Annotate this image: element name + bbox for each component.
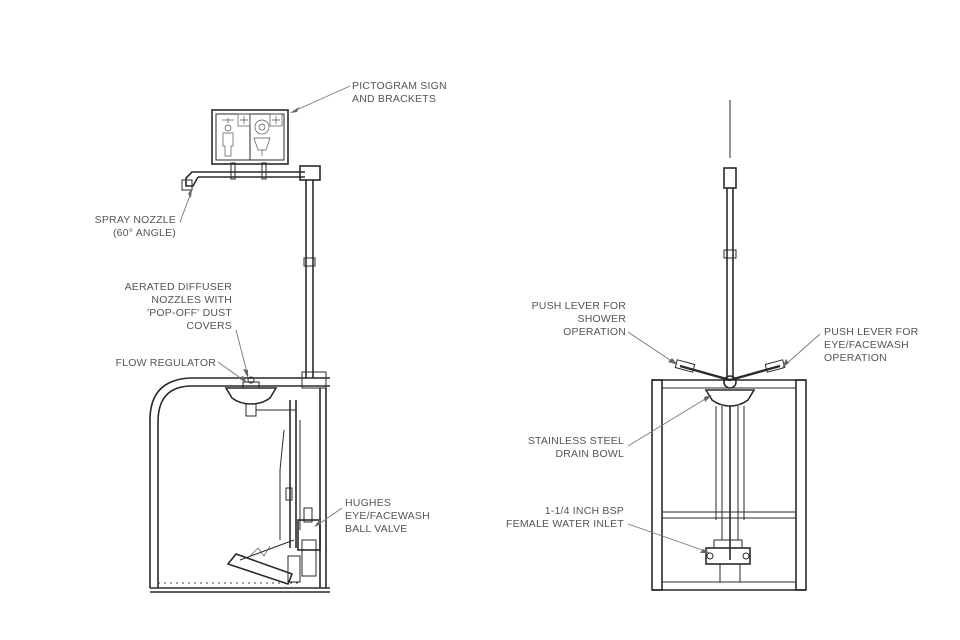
label-push-lever-shower-3: OPERATION (563, 326, 626, 338)
side-labels: PICTOGRAM SIGN AND BRACKETS SPRAY NOZZLE… (95, 80, 447, 535)
front-drain-bowl (704, 389, 756, 560)
label-hughes-valve-3: BALL VALVE (345, 523, 408, 535)
front-labels: PUSH LEVER FOR SHOWER OPERATION PUSH LEV… (506, 300, 919, 530)
label-pictogram-sign-1: PICTOGRAM SIGN (352, 80, 447, 92)
label-drain-bowl-1: STAINLESS STEEL (528, 435, 624, 447)
label-aerated-diffuser-4: COVERS (186, 320, 232, 332)
label-drain-bowl-2: DRAIN BOWL (555, 448, 624, 460)
front-view: PUSH LEVER FOR SHOWER OPERATION PUSH LEV… (506, 100, 919, 591)
front-levers (674, 359, 786, 389)
label-aerated-diffuser-3: 'POP-OFF' DUST (147, 307, 232, 319)
front-frame (651, 379, 807, 591)
label-water-inlet-1: 1-1/4 INCH BSP (545, 505, 624, 517)
side-leaders (179, 85, 351, 527)
front-riser (723, 100, 737, 380)
label-spray-nozzle-1: SPRAY NOZZLE (95, 214, 176, 226)
label-push-lever-shower-1: PUSH LEVER FOR (532, 300, 627, 312)
label-flow-regulator: FLOW REGULATOR (116, 357, 217, 369)
label-spray-nozzle-2: (60° ANGLE) (113, 227, 176, 239)
label-push-lever-eyewash-2: EYE/FACEWASH (824, 339, 909, 351)
pictogram-sign (211, 109, 289, 165)
frame (149, 371, 330, 593)
label-hughes-valve-1: HUGHES (345, 497, 391, 509)
label-hughes-valve-2: EYE/FACEWASH (345, 510, 430, 522)
label-water-inlet-2: FEMALE WATER INLET (506, 518, 624, 530)
label-pictogram-sign-2: AND BRACKETS (352, 93, 436, 105)
label-aerated-diffuser-2: NOZZLES WITH (151, 294, 232, 306)
label-push-lever-eyewash-3: OPERATION (824, 352, 887, 364)
foot-treadle (226, 539, 301, 585)
eyewash-piping (256, 400, 321, 577)
sign-brackets (230, 162, 267, 180)
label-push-lever-shower-2: SHOWER (578, 313, 627, 325)
front-inlet (705, 539, 751, 583)
label-push-lever-eyewash-1: PUSH LEVER FOR (824, 326, 919, 338)
front-leaders (627, 331, 821, 553)
side-view: PICTOGRAM SIGN AND BRACKETS SPRAY NOZZLE… (95, 80, 447, 593)
label-aerated-diffuser-1: AERATED DIFFUSER (125, 281, 233, 293)
shower-arm (181, 165, 321, 191)
vertical-riser (303, 180, 316, 378)
